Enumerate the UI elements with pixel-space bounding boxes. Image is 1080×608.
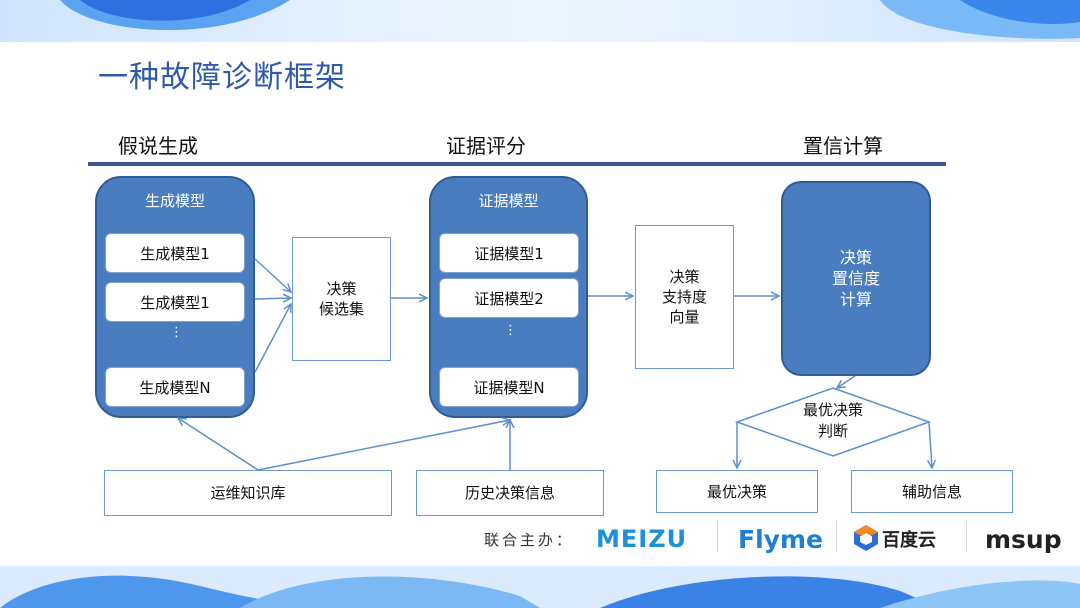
baidu-cloud-logo: 百度云 <box>882 530 936 551</box>
section-evidence-scoring: 证据评分 <box>446 134 526 158</box>
ops-knowledge-base-box: 运维知识库 <box>104 470 392 516</box>
section-confidence-calculation: 置信计算 <box>803 134 883 158</box>
generation-model-item: 生成模型1 <box>105 233 245 273</box>
confidence-line: 置信度 <box>831 269 880 288</box>
msup-logo: msup <box>985 524 1062 554</box>
sponsor-separator <box>836 520 837 552</box>
decision-confidence-box: 决策置信度计算 <box>781 181 931 376</box>
support-line: 向量 <box>669 308 700 326</box>
top-decoration <box>0 0 1080 42</box>
page-title: 一种故障诊断框架 <box>98 60 346 95</box>
confidence-line: 决策 <box>839 248 872 267</box>
section-hypothesis-generation: 假说生成 <box>118 134 198 158</box>
sponsor-separator <box>717 520 718 552</box>
sponsor-label: 联合主办： <box>484 530 575 549</box>
evidence-model-item: 证据模型N <box>439 367 579 407</box>
support-line: 决策 <box>669 268 700 286</box>
candidate-line: 候选集 <box>318 300 364 318</box>
confidence-line: 计算 <box>839 290 872 309</box>
evidence-model-item: 证据模型2 <box>439 278 579 318</box>
decision-candidate-set-box: 决策候选集 <box>292 237 391 361</box>
auxiliary-info-box: 辅助信息 <box>851 470 1013 513</box>
evidence-panel-title: 证据模型 <box>478 192 539 210</box>
history-decision-info-box: 历史决策信息 <box>416 470 604 516</box>
decision-diamond <box>734 387 932 457</box>
sponsor-separator <box>966 520 967 552</box>
best-decision-judgement-label: 最优决策 判断 <box>773 400 893 442</box>
candidate-line: 决策 <box>326 280 357 298</box>
diamond-line: 最优决策 <box>802 401 863 419</box>
section-divider <box>88 162 946 166</box>
generation-model-panel: 生成模型 生成模型1 生成模型1 ⋮ 生成模型N <box>95 176 255 418</box>
generation-model-item: 生成模型1 <box>105 282 245 322</box>
support-line: 支持度 <box>661 288 707 306</box>
meizu-logo: MEIZU <box>596 525 688 553</box>
best-decision-box: 最优决策 <box>656 470 818 513</box>
generation-ellipsis: ⋮ <box>170 325 183 340</box>
flyme-logo: Flyme <box>738 524 823 554</box>
evidence-model-item: 证据模型1 <box>439 233 579 273</box>
evidence-ellipsis: ⋮ <box>504 323 517 338</box>
baidu-cloud-icon <box>854 525 878 551</box>
evidence-model-panel: 证据模型 证据模型1 证据模型2 ⋮ 证据模型N <box>429 176 588 418</box>
decision-support-vector-box: 决策支持度向量 <box>635 225 734 369</box>
bottom-decoration <box>0 566 1080 608</box>
generation-model-item: 生成模型N <box>105 367 245 407</box>
generation-panel-title: 生成模型 <box>144 192 205 210</box>
diamond-line: 判断 <box>817 422 848 440</box>
